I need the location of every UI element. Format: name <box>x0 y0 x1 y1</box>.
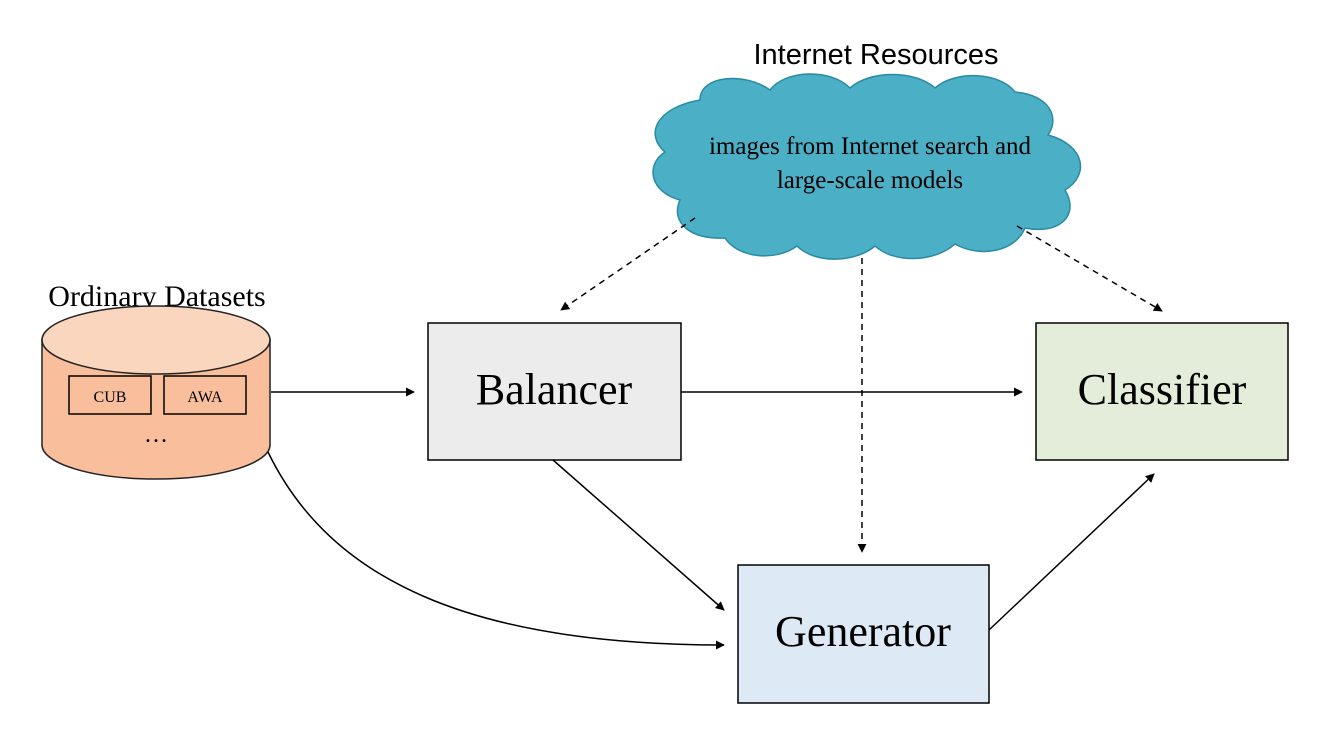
generator-node: Generator <box>737 564 990 704</box>
cloud-text-line2: large-scale models <box>777 167 963 194</box>
arrow-balancer-to-generator <box>552 459 725 611</box>
cloud-title: Internet Resources <box>753 39 998 71</box>
balancer-box <box>427 322 682 461</box>
internet-cloud: images from Internet search and large-sc… <box>652 73 1082 260</box>
classifier-node: Classifier <box>1035 322 1289 461</box>
datasets-cylinder: CUB AWA … <box>41 305 271 480</box>
generator-label: Generator <box>775 607 951 656</box>
dataset-ellipsis: … <box>144 422 168 448</box>
arrow-generator-to-classifier <box>988 473 1155 631</box>
arrow-cloud-to-balancer <box>560 217 696 311</box>
dataset-awa-box <box>163 375 247 415</box>
balancer-node: Balancer <box>427 322 682 461</box>
dataset-cub-label: CUB <box>94 389 127 406</box>
cloud-shape <box>652 73 1082 260</box>
cylinder-top <box>41 305 271 375</box>
dataset-awa-label: AWA <box>187 389 223 406</box>
cloud-text-line1: images from Internet search and <box>709 133 1032 160</box>
balancer-label: Balancer <box>476 365 633 414</box>
classifier-box <box>1035 322 1289 461</box>
arrow-cloud-to-classifier <box>1016 225 1163 312</box>
dataset-cub-box <box>68 375 152 415</box>
classifier-label: Classifier <box>1078 365 1247 414</box>
generator-box <box>737 564 990 704</box>
cylinder-body <box>41 339 271 480</box>
arrow-datasets-to-generator <box>267 451 725 650</box>
